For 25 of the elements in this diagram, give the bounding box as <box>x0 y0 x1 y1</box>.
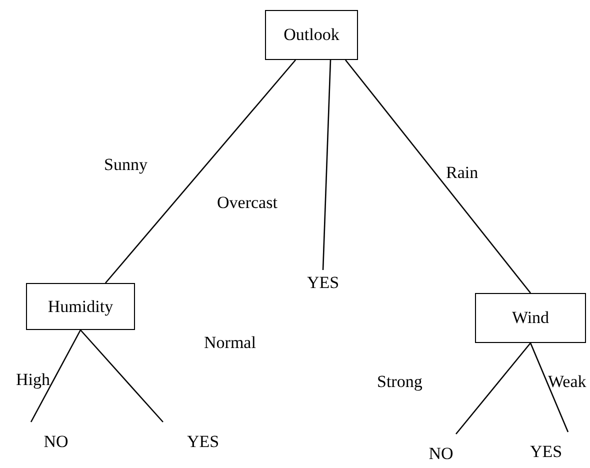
connector-line <box>322 60 332 270</box>
edge-label: Overcast <box>217 193 278 213</box>
edge-label: Sunny <box>104 155 148 175</box>
edge-label: Weak <box>548 372 586 392</box>
edge-label: High <box>16 370 50 390</box>
decision-box <box>475 293 586 343</box>
leaf-label: YES <box>306 273 340 293</box>
decision-box <box>26 283 135 330</box>
connector-line <box>456 342 531 434</box>
node-label: Wind <box>512 308 550 328</box>
connector-line <box>345 60 531 294</box>
leaf-label: NO <box>428 444 454 464</box>
edge-label: Strong <box>377 372 422 392</box>
leaf-label: YES <box>530 442 562 462</box>
decision-box <box>265 10 358 60</box>
node-label: Humidity <box>48 296 114 316</box>
connector-line <box>30 330 82 422</box>
edge-label: Rain <box>446 163 478 183</box>
leaf-label: NO <box>44 432 68 452</box>
edge-label: Normal <box>204 333 256 353</box>
connector-line <box>105 60 296 284</box>
connector-line <box>530 342 569 432</box>
node-label: Outlook <box>284 25 340 45</box>
connector-line <box>80 330 164 422</box>
leaf-label: YES <box>186 432 220 452</box>
